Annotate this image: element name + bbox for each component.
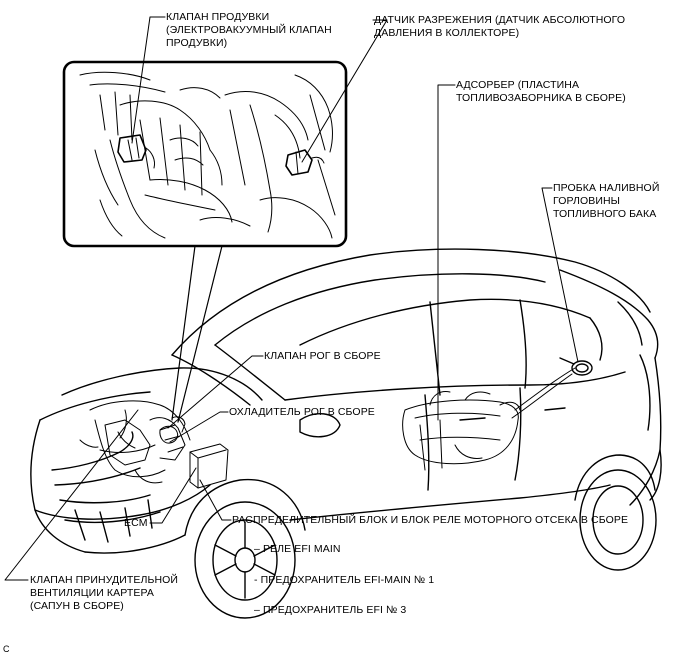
pcv-valve-label: КЛАПАН ПРИНУДИТЕЛЬНОЙ ВЕНТИЛЯЦИИ КАРТЕРА…	[30, 574, 179, 612]
car-body	[30, 248, 662, 619]
inset-frame	[62, 60, 348, 248]
relay-block-label: РАСПРЕДЕЛИТЕЛЬНЫЙ БЛОК И БЛОК РЕЛЕ МОТОР…	[232, 514, 629, 526]
efi3-fuse-label: – ПРЕДОХРАНИТЕЛЬ EFI № 3	[254, 604, 407, 616]
egr-cooler-label: ОХЛАДИТЕЛЬ РОГ В СБОРЕ	[229, 406, 375, 418]
efi-main-fuse-label: - ПРЕДОХРАНИТЕЛЬ EFI-MAIN № 1	[254, 574, 435, 586]
fuel-tank-area	[402, 367, 576, 471]
fuel-cap-label: ПРОБКА НАЛИВНОЙ ГОРЛОВИНЫ ТОПЛИВНОГО БАК…	[553, 182, 660, 220]
corner-code: C	[3, 644, 10, 654]
engine-bay	[79, 400, 229, 489]
inset-engine-detail	[79, 71, 336, 239]
efi-main-relay-label: – РЕЛЕ EFI MAIN	[254, 543, 341, 555]
purge-valve-label: КЛАПАН ПРОДУВКИ (ЭЛЕКТРОВАКУУМНЫЙ КЛАПАН…	[166, 11, 332, 49]
vacuum-sensor-label: ДАТЧИК РАЗРЕЖЕНИЯ (ДАТЧИК АБСОЛЮТНОГО ДА…	[374, 14, 626, 39]
egr-valve-label: КЛАПАН РОГ В СБОРЕ	[264, 350, 381, 362]
leader-lines	[4, 16, 579, 581]
canister-label: АДСОРБЕР (ПЛАСТИНА ТОПЛИВОЗАБОРНИКА В СБ…	[456, 79, 626, 104]
ecm-label: ECM	[124, 517, 148, 529]
